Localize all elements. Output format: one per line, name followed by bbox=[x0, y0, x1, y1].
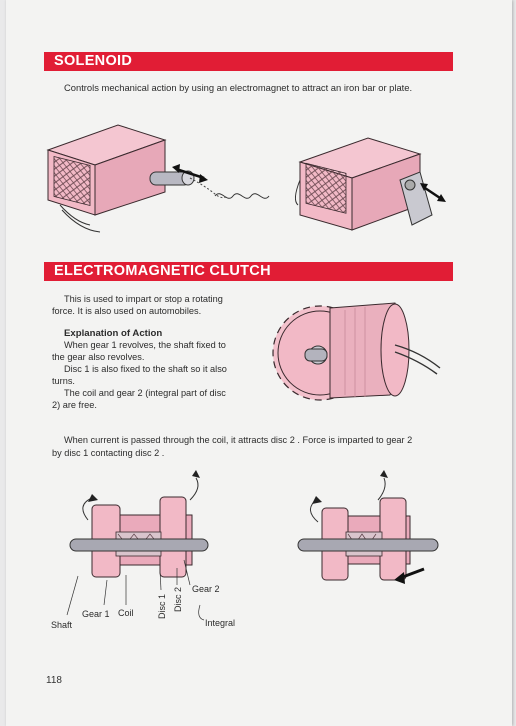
explanation-line-5: The coil and gear 2 (integral part of di… bbox=[64, 388, 226, 398]
clutch-heading: ELECTROMAGNETIC CLUTCH bbox=[54, 263, 271, 279]
explanation-line-6: 2) are free. bbox=[52, 400, 97, 410]
current-line-1: When current is passed through the coil,… bbox=[64, 435, 413, 445]
clutch-heading-band: ELECTROMAGNETIC CLUTCH bbox=[44, 262, 453, 281]
current-line-2: by disc 1 contacting disc 2 . bbox=[52, 448, 165, 458]
explanation-heading: Explanation of Action bbox=[64, 328, 163, 339]
explanation-line-3: Disc 1 is also fixed to the shaft so it … bbox=[64, 364, 227, 374]
clutch-intro-line-1: This is used to impart or stop a rotatin… bbox=[64, 294, 223, 304]
solenoid-heading-band: SOLENOID bbox=[44, 52, 453, 71]
page-number: 118 bbox=[46, 675, 62, 686]
explanation-line-1: When gear 1 revolves, the shaft fixed to bbox=[64, 340, 226, 350]
explanation-line-4: turns. bbox=[52, 376, 75, 386]
solenoid-heading: SOLENOID bbox=[54, 53, 133, 69]
explanation-line-2: the gear also revolves. bbox=[52, 352, 145, 362]
solenoid-description: Controls mechanical action by using an e… bbox=[64, 82, 413, 93]
clutch-intro-line-2: force. It is also used on automobiles. bbox=[52, 306, 202, 316]
